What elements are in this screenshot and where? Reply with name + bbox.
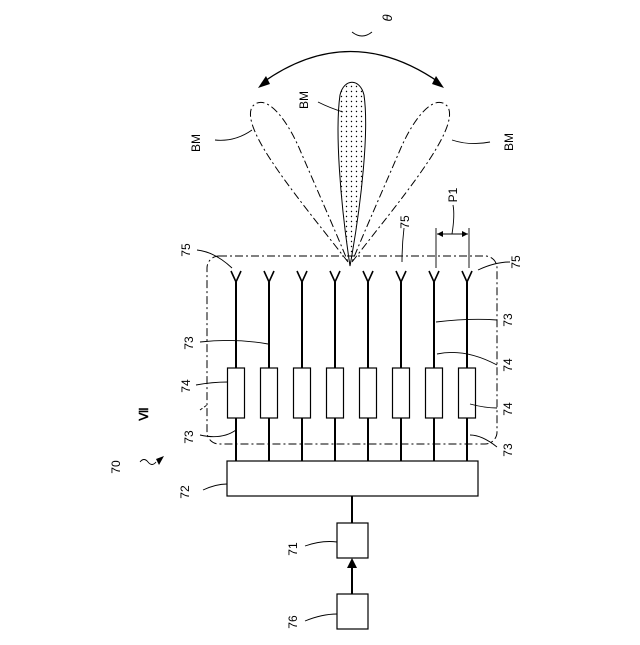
- phase-shifter-74: [360, 368, 377, 418]
- phase-shifter-74: [294, 368, 311, 418]
- phase-shifter-74: [426, 368, 443, 418]
- label-75-mid: 75: [398, 215, 412, 229]
- label-74-right-top: 74: [501, 358, 515, 372]
- label-vii: Ⅶ: [137, 407, 151, 421]
- block-71: [337, 523, 368, 558]
- n73-left-top-leader: [200, 340, 268, 344]
- label-p1: P1: [446, 187, 460, 202]
- antenna-element-icon: [297, 271, 307, 282]
- n72-leader: [203, 484, 227, 490]
- p1-arrow-right: [462, 231, 468, 237]
- phase-shifter-74: [459, 368, 476, 418]
- vii-section-line: [200, 405, 207, 410]
- label-bm-center: BM: [297, 91, 311, 109]
- antenna-channels: [228, 271, 476, 461]
- antenna-element-icon: [264, 271, 274, 282]
- distributor-72: [227, 461, 478, 496]
- label-72: 72: [178, 485, 192, 499]
- antenna-element-icon: [462, 271, 472, 282]
- label-75-right: 75: [509, 255, 523, 269]
- phase-shifter-74: [261, 368, 278, 418]
- phase-shifter-74: [228, 368, 245, 418]
- antenna-element-icon: [231, 271, 241, 282]
- label-73-left-top: 73: [182, 336, 196, 350]
- antenna-element-icon: [396, 271, 406, 282]
- n70-wavy-arrow: [140, 460, 156, 465]
- antenna-element-icon: [330, 271, 340, 282]
- antenna-element-icon: [363, 271, 373, 282]
- n73-right-bottom-leader: [470, 435, 497, 447]
- block-76: [337, 594, 368, 629]
- n75-right-leader: [478, 262, 510, 270]
- n71-leader: [305, 542, 337, 547]
- n76-leader: [305, 614, 337, 621]
- theta-leader: [352, 32, 372, 36]
- n75-left-leader: [197, 250, 232, 268]
- n73-left-bottom-leader: [200, 430, 236, 437]
- n74-left-leader: [196, 382, 228, 385]
- p1-leader: [452, 205, 454, 234]
- arc-arrowhead-left: [258, 76, 270, 88]
- label-75-left: 75: [179, 243, 193, 257]
- label-74-left: 74: [179, 379, 193, 393]
- beam-right-lobe: [352, 102, 450, 262]
- label-70: 70: [109, 460, 123, 474]
- beam-left-lobe: [250, 102, 348, 262]
- p1-arrow-left: [437, 231, 443, 237]
- arc-arrowhead-right: [432, 76, 444, 88]
- label-74-right-bottom: 74: [501, 402, 515, 416]
- module-boundary: [207, 256, 497, 444]
- steering-arc: [262, 52, 440, 84]
- bm-left-leader: [215, 130, 252, 140]
- label-76: 76: [286, 615, 300, 629]
- label-73-left-bottom: 73: [182, 430, 196, 444]
- n75-mid-leader: [402, 228, 404, 262]
- phase-shifter-74: [327, 368, 344, 418]
- feed-arrowhead: [347, 558, 357, 568]
- antenna-element-icon: [429, 271, 439, 282]
- n70-arrowhead: [156, 456, 164, 465]
- label-theta: θ: [380, 14, 395, 21]
- phase-shifter-74: [393, 368, 410, 418]
- label-bm-right: BM: [502, 133, 516, 151]
- bm-right-leader: [452, 140, 490, 144]
- label-73-right-top: 73: [501, 313, 515, 327]
- label-73-right-bottom: 73: [501, 443, 515, 457]
- label-71: 71: [286, 542, 300, 556]
- label-bm-left: BM: [189, 134, 203, 152]
